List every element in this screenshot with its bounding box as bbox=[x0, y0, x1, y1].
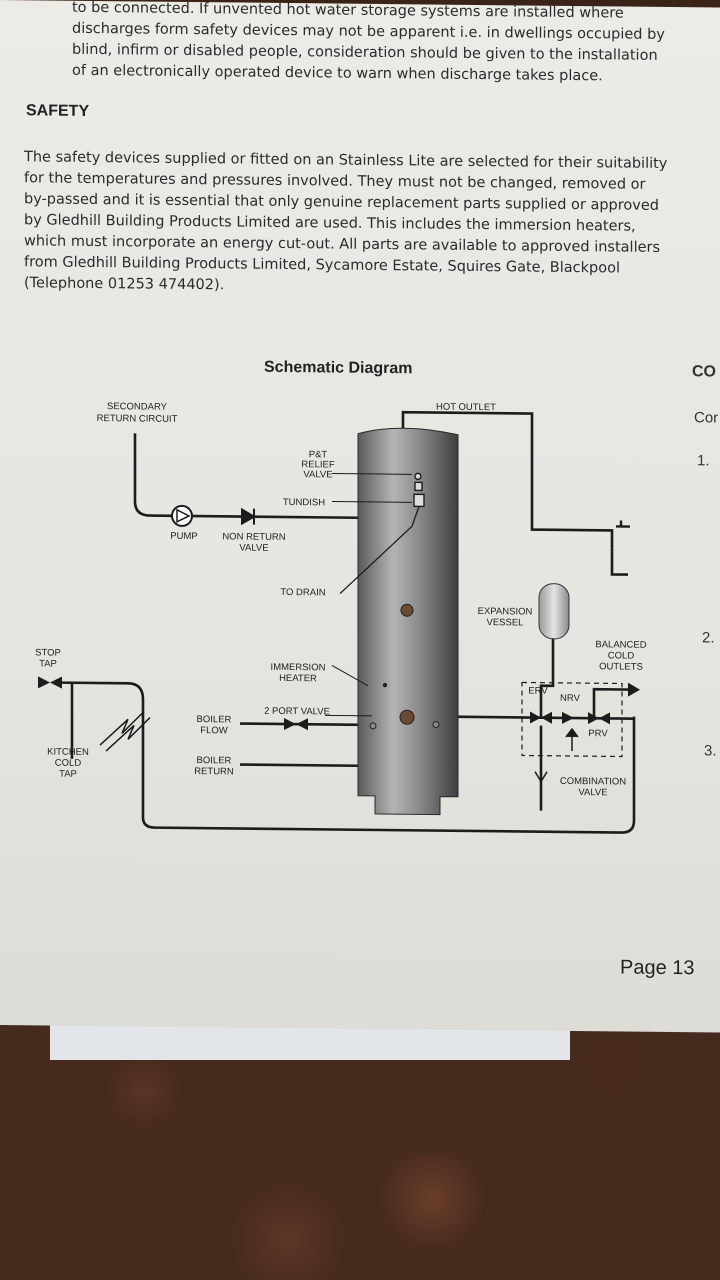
boiler-flow-label-line2: FLOW bbox=[200, 725, 227, 736]
safety-paragraph: The safety devices supplied or fitted on… bbox=[24, 149, 668, 294]
stop-tap-label-line2: TAP bbox=[39, 658, 57, 669]
balanced-label-line1: BALANCED bbox=[595, 639, 646, 651]
schematic-diagram: SECONDARY RETURN CIRCUIT HOT OUTLET P&T … bbox=[35, 401, 647, 834]
right-column-heading: CO bbox=[692, 363, 716, 381]
discharge-warning-paragraph: to be connected. If unvented hot water s… bbox=[72, 0, 665, 85]
combination-label-line2: VALVE bbox=[578, 787, 607, 798]
tundish-assembly bbox=[339, 472, 425, 595]
to-drain-label: TO DRAIN bbox=[280, 587, 325, 598]
boss-upper bbox=[400, 603, 414, 617]
pump bbox=[171, 504, 193, 527]
boiler-return-label-line1: BOILER bbox=[197, 755, 232, 766]
pt-relief-label-line2: RELIEF bbox=[301, 459, 334, 470]
combination-valve-set bbox=[530, 711, 610, 725]
expansion-label-line1: EXPANSION bbox=[478, 606, 533, 618]
kitchen-label-line1: KITCHEN bbox=[47, 746, 89, 757]
safety-heading: SAFETY bbox=[26, 102, 90, 120]
non-return-label-line2: VALVE bbox=[239, 543, 268, 554]
kitchen-label-line2: COLD bbox=[55, 758, 82, 769]
boiler-return-label-line2: RETURN bbox=[194, 766, 234, 777]
page-number: Page 13 bbox=[620, 956, 695, 980]
nrv-label: NRV bbox=[560, 693, 581, 704]
hot-tap bbox=[616, 520, 630, 528]
immersion-label-line1: IMMERSION bbox=[271, 662, 326, 674]
combination-label-line1: COMBINATION bbox=[560, 776, 626, 788]
immersion-heater-boss bbox=[399, 709, 415, 725]
expansion-vessel bbox=[538, 583, 570, 640]
hot-outlet-label: HOT OUTLET bbox=[436, 402, 496, 414]
diagram-title: Schematic Diagram bbox=[264, 358, 413, 378]
kitchen-label-line3: TAP bbox=[59, 769, 77, 780]
combination-valve-boundary bbox=[521, 681, 623, 758]
pt-relief-label-line3: VALVE bbox=[303, 469, 332, 480]
expansion-label-line2: VESSEL bbox=[487, 617, 524, 628]
stop-tap-label-line1: STOP bbox=[35, 647, 61, 658]
tundish-label: TUNDISH bbox=[283, 497, 325, 508]
two-port-valve bbox=[284, 717, 308, 731]
pump-label: PUMP bbox=[170, 531, 197, 542]
balanced-label-line2: COLD bbox=[608, 650, 635, 661]
two-port-label: 2 PORT VALVE bbox=[264, 706, 330, 718]
secondary-return-label-line2: RETURN CIRCUIT bbox=[97, 413, 178, 425]
outlet-arrow bbox=[628, 682, 640, 697]
non-return-label-line1: NON RETURN bbox=[222, 531, 285, 543]
balanced-label-line3: OUTLETS bbox=[599, 661, 643, 672]
erv-label: ERV bbox=[528, 686, 548, 697]
inlet-arrow bbox=[565, 727, 579, 751]
secondary-return-label-line1: SECONDARY bbox=[107, 401, 168, 413]
boiler-flow-label-line1: BOILER bbox=[197, 714, 232, 725]
pt-relief-label-line1: P&T bbox=[309, 449, 328, 460]
prv-label: PRV bbox=[588, 728, 608, 739]
hot-water-cylinder bbox=[357, 427, 459, 816]
stop-tap-valve bbox=[38, 676, 62, 689]
non-return-valve bbox=[241, 507, 256, 526]
manual-page: to be connected. If unvented hot water s… bbox=[0, 0, 720, 1033]
immersion-label-line2: HEATER bbox=[279, 673, 317, 684]
